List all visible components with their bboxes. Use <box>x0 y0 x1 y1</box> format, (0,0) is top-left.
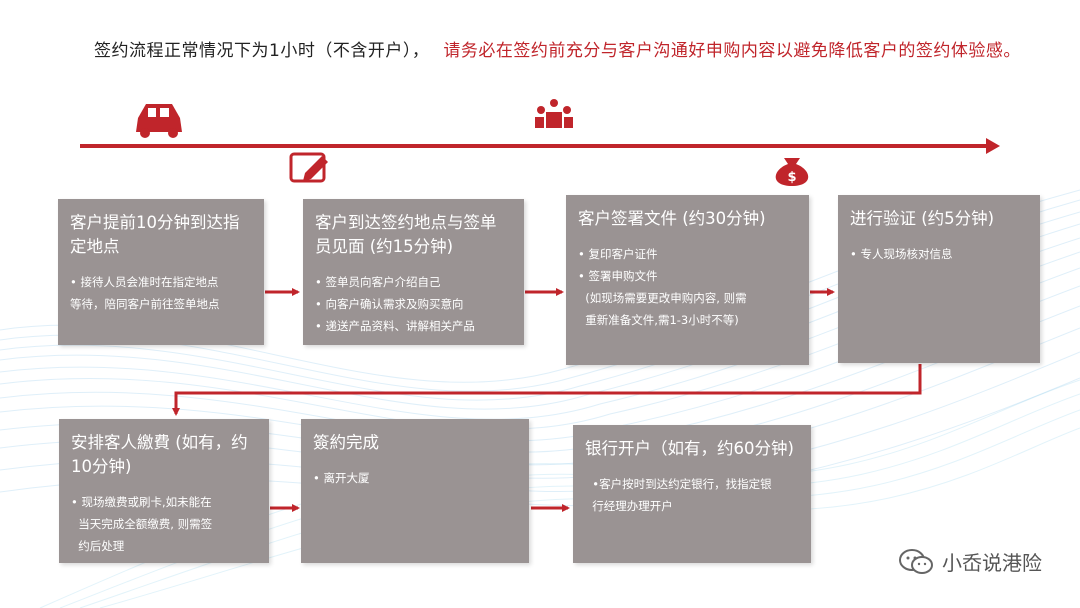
step-box-4: 进行验证 (约5分钟) • 专人现场核对信息 <box>838 195 1040 363</box>
step-line: 行经理办理开户 <box>585 499 673 513</box>
car-icon <box>136 104 182 138</box>
step-line: (如现场需要更改申购内容, 则需 <box>578 291 747 305</box>
step-line: • 递送产品资料、讲解相关产品 <box>315 319 475 333</box>
step-title: 进行验证 (约5分钟) <box>850 209 995 228</box>
step-box-2: 客户到达签约地点与签单员见面 (约15分钟) • 签单员向客户介绍自己 • 向客… <box>303 199 524 345</box>
step-line: • 接待人员会准时在指定地点 <box>70 275 219 289</box>
wechat-icon <box>899 548 933 574</box>
step-line: • 复印客户证件 <box>578 247 658 261</box>
step-box-7: 银行开户（如有，约60分钟) •客户按时到达约定银行，找指定银 行经理办理开户 <box>573 425 811 563</box>
step-title: 客户到达签约地点与签单员见面 (约15分钟) <box>315 213 497 256</box>
connector-4-5 <box>172 364 922 416</box>
step-line: • 签单员向客户介绍自己 <box>315 275 441 289</box>
step-line: 当天完成全额缴费, 则需签 <box>71 517 213 531</box>
step-line: 等待，陪同客户前往签单地点 <box>70 297 220 311</box>
step-title: 安排客人繳費 (如有，约10分钟) <box>71 433 248 476</box>
svg-text:$: $ <box>787 170 796 185</box>
meeting-icon <box>535 99 573 128</box>
money-bag-icon: $ <box>775 158 809 186</box>
step-box-5: 安排客人繳費 (如有，约10分钟) • 现场缴费或刷卡,如未能在 当天完成全额缴… <box>59 419 269 563</box>
watermark: 小岙说港险 <box>898 547 1042 576</box>
step-box-3: 客户签署文件 (约30分钟) • 复印客户证件 • 签署申购文件 (如现场需要更… <box>566 195 809 365</box>
step-box-6: 簽約完成 • 离开大厦 <box>301 419 529 563</box>
step-line: • 向客户确认需求及购买意向 <box>315 297 464 311</box>
step-line: • 离开大厦 <box>313 471 370 485</box>
watermark-text: 小岙说港险 <box>942 551 1042 575</box>
step-line: 约后处理 <box>71 539 125 553</box>
edit-icon <box>289 152 328 183</box>
step-line: 重新准备文件,需1-3小时不等) <box>578 313 739 327</box>
timeline-arrowhead <box>986 138 1000 154</box>
header-warning-text: 请务必在签约前充分与客户沟通好申购内容以避免降低客户的签约体验感。 <box>443 41 1021 61</box>
header-normal-text: 签约流程正常情况下为1小时（不含开户）， <box>94 41 430 61</box>
step-line: • 签署申购文件 <box>578 269 658 283</box>
step-title: 簽約完成 <box>313 433 379 452</box>
step-box-1: 客户提前10分钟到达指定地点 • 接待人员会准时在指定地点 等待，陪同客户前往签… <box>58 199 264 345</box>
step-title: 银行开户（如有，约60分钟) <box>585 439 794 458</box>
step-line: • 现场缴费或刷卡,如未能在 <box>71 495 212 509</box>
step-line: •客户按时到达约定银行，找指定银 <box>585 477 772 491</box>
step-title: 客户签署文件 (约30分钟) <box>578 209 766 228</box>
step-line: • 专人现场核对信息 <box>850 247 953 261</box>
step-title: 客户提前10分钟到达指定地点 <box>70 213 240 256</box>
header: 签约流程正常情况下为1小时（不含开户）， 请务必在签约前充分与客户沟通好申购内容以… <box>94 36 1021 61</box>
